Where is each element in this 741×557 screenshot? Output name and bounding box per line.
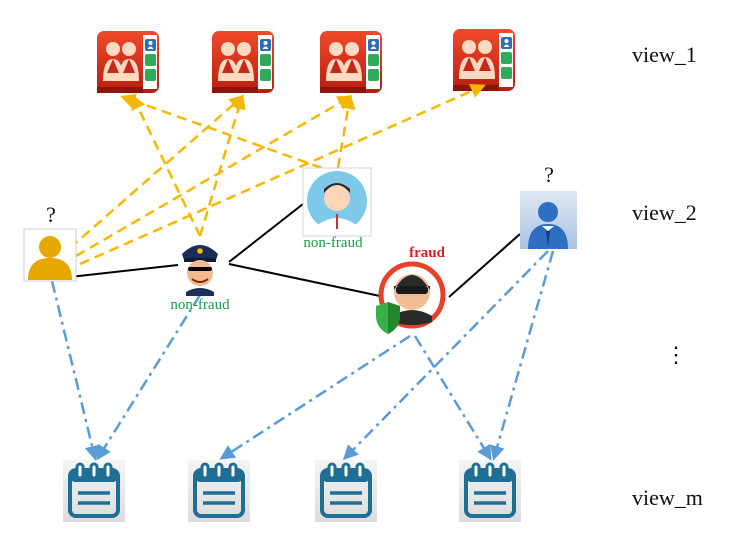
contact-book-icon	[97, 31, 159, 93]
edge-police-to-cal-1	[96, 294, 202, 461]
contact-book-icon	[320, 31, 382, 93]
thief-user-node	[376, 261, 446, 334]
edge-left-user-to-book-4	[79, 83, 486, 266]
edge-thief-to-cal-4	[413, 335, 492, 461]
question-mark-right: ?	[544, 162, 554, 187]
calendar-icon	[186, 458, 252, 524]
thief-label: fraud	[409, 245, 445, 261]
edge-thief-business	[448, 233, 521, 298]
edge-thief-to-cal-2	[219, 334, 411, 460]
view1-edges	[69, 83, 486, 266]
calendar-icon	[61, 458, 127, 524]
edge-police-doctor	[228, 203, 304, 263]
police-label: non-fraud	[170, 297, 230, 313]
viewm-edges	[50, 250, 555, 461]
contact-book-icon	[453, 29, 515, 91]
unknown-user-node	[23, 228, 77, 282]
question-mark-left: ?	[46, 202, 56, 227]
edge-business-to-cal-3	[342, 250, 549, 461]
edge-business-to-cal-4	[490, 250, 555, 461]
edge-doctor-to-book-1	[120, 93, 323, 170]
edge-left-user-to-book-3	[75, 95, 353, 258]
view2-edges	[51, 203, 521, 298]
edge-police-to-book-2	[198, 94, 246, 237]
edge-left-user-to-book-2	[69, 95, 245, 249]
doctor-user-node	[302, 167, 372, 237]
calendar-icon	[313, 458, 379, 524]
edge-left-user-to-cal-1	[50, 280, 100, 461]
edge-police-to-book-1	[131, 94, 202, 237]
police-user-node	[182, 245, 218, 296]
vertical-ellipsis: ⋮	[665, 342, 687, 367]
view-2-label: view_2	[632, 200, 697, 225]
contact-book-icon	[212, 31, 274, 93]
edge-doctor-to-book-3	[336, 94, 356, 169]
view-m-label: view_m	[632, 485, 703, 510]
doctor-label: non-fraud	[303, 235, 363, 251]
view-1-label: view_1	[632, 42, 697, 67]
business-user-node	[520, 191, 577, 249]
edge-police-thief	[228, 263, 381, 297]
calendar-icon	[457, 458, 523, 524]
